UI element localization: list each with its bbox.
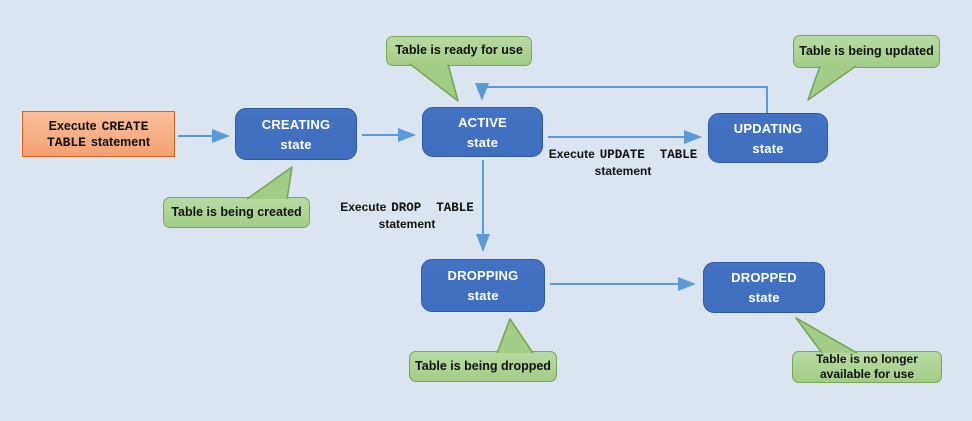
callout-text-line2: available for use [819,367,915,381]
start-node-line1: Execute CREATE [49,119,149,134]
callout-table-no-longer-available: Table is no longer available for use [792,351,942,383]
state-name: DROPPING [447,268,519,283]
start-node-text-sans2: statement [90,134,151,149]
state-node-dropped: DROPPED state [703,262,825,313]
callout-text: Table is being dropped [415,358,551,373]
callout-tail-updated-outline [807,65,857,101]
callout-tail-dropped-outline [496,318,534,354]
state-sub-label: state [466,134,499,150]
callout-tail-created [247,167,292,199]
state-name: ACTIVE [458,114,507,130]
start-node-line2: TABLE statement [47,135,150,150]
edge-label-sans: Execute [340,199,387,214]
state-sub-label: state [748,290,780,305]
callout-tail-ready [410,64,458,101]
state-node-updating: UPDATING state [708,113,828,163]
start-node-execute-create-table: Execute CREATE TABLE statement [22,111,175,157]
state-name: UPDATING [733,120,803,136]
state-sub-label: state [280,136,312,152]
state-name: DROPPED [731,270,797,285]
start-node-text-mono1: CREATE [101,118,149,134]
edge-label-execute-update-table: Execute UPDATE TABLE statement [543,147,703,178]
state-node-dropping: DROPPING state [421,259,545,312]
state-sub-label: state [752,140,784,156]
callout-table-ready: Table is ready for use [386,36,532,66]
callout-tail-no-longer [796,318,857,353]
edge-label-execute-drop-table: Execute DROP TABLE statement [333,200,481,231]
edge-label-line2: statement [594,163,652,178]
edge-label-line1: Execute UPDATE TABLE [549,147,698,163]
callout-text-line1: Table is no longer [816,352,918,366]
state-sub-label: state [467,288,499,303]
callout-text: Table is being created [171,204,302,219]
state-name: CREATING [261,116,331,132]
callout-tail-no-longer-outline [795,317,858,354]
callout-table-being-updated: Table is being updated [793,35,940,68]
state-node-active: ACTIVE state [422,107,543,157]
edge-label-mono: UPDATE TABLE [599,147,698,162]
callout-text: Table is being updated [799,43,934,58]
callout-text: Table is ready for use [395,43,523,58]
callout-tail-created-outline [246,166,293,200]
start-node-text-sans1: Execute [48,118,97,133]
start-node-text-mono2: TABLE [46,134,86,150]
edge-label-line2: statement [378,216,436,231]
edge-label-line1: Execute DROP TABLE [340,200,474,216]
callout-table-being-created: Table is being created [163,197,310,228]
callout-table-being-dropped: Table is being dropped [409,351,557,382]
state-node-creating: CREATING state [235,108,357,160]
callout-tail-dropped [497,319,533,353]
edge-label-mono: DROP TABLE [391,200,474,215]
edge-label-sans: Execute [548,146,595,161]
callout-tail-ready-outline [409,63,459,102]
callout-tail-updated [808,66,856,100]
